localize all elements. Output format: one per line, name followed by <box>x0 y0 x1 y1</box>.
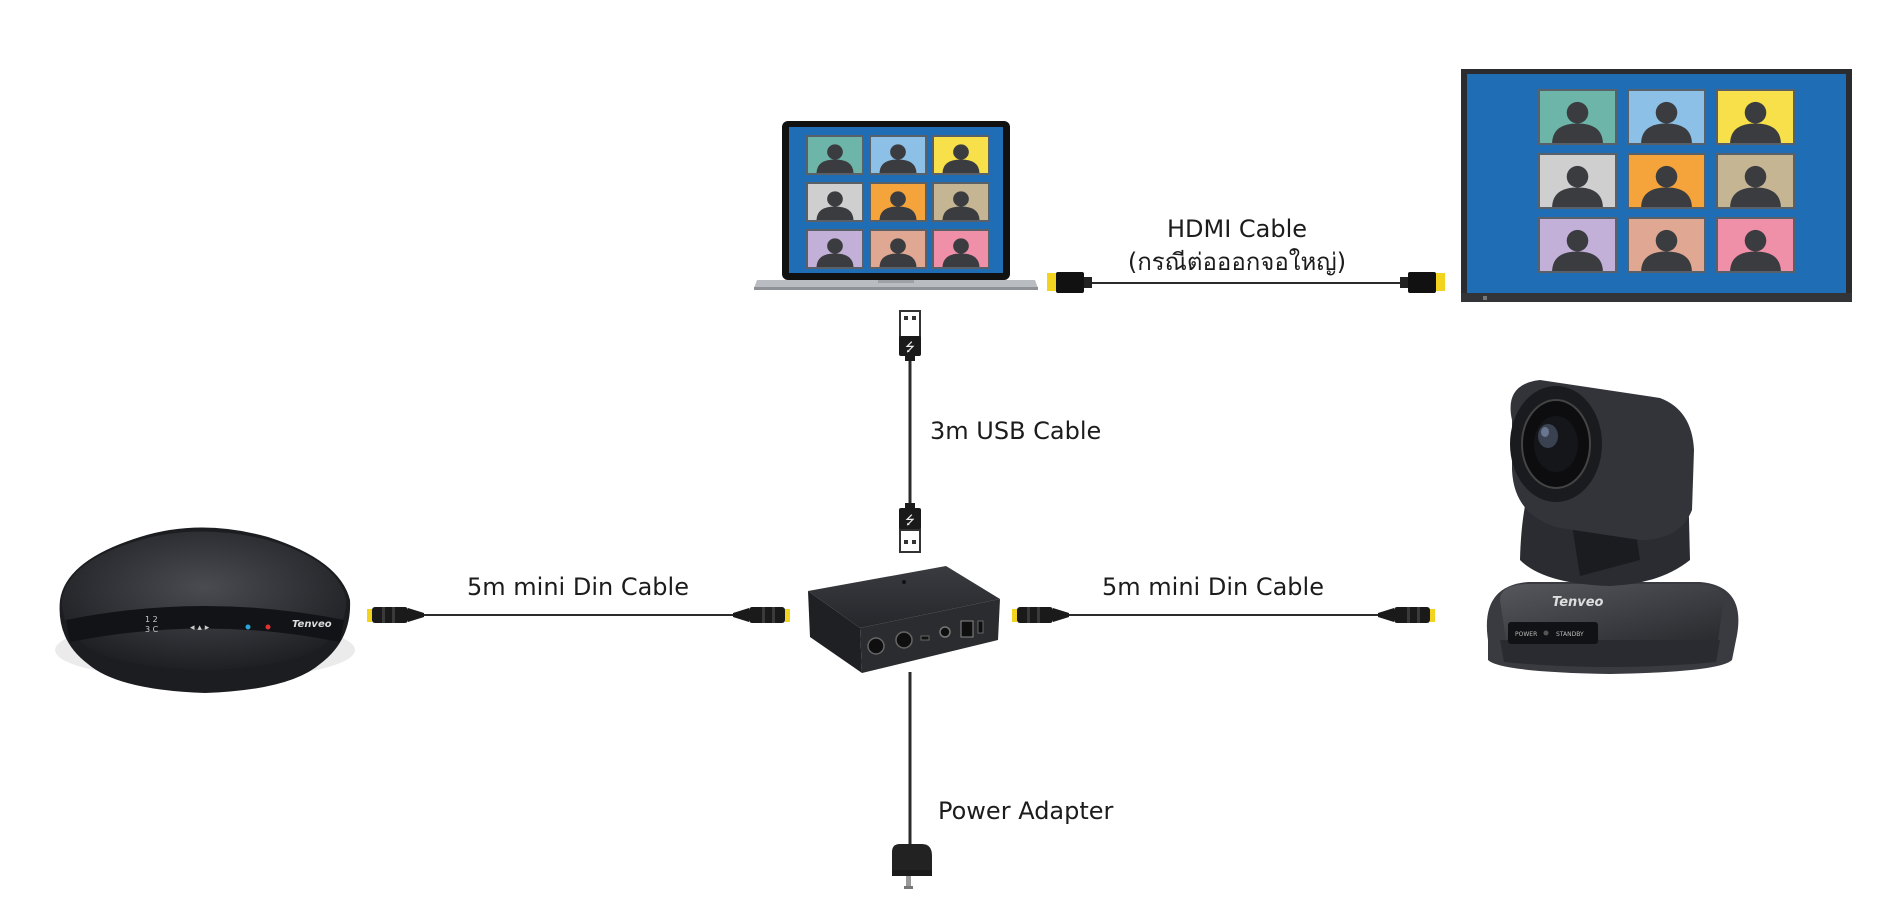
tv-participant-tile <box>1627 89 1706 145</box>
camera-panel-power: POWER <box>1515 631 1537 638</box>
svg-text:1 2: 1 2 <box>145 615 158 624</box>
control-box <box>808 566 1000 673</box>
laptop-participant-tile <box>932 229 990 269</box>
hdmi-cable-sublabel: (กรณีต่อออกจอใหญ่) <box>1128 248 1346 276</box>
tv-monitor <box>1461 69 1852 302</box>
tv-participant-tile <box>1538 89 1617 145</box>
avatar-icon <box>1641 123 1692 143</box>
tv-participant-tile <box>1627 217 1706 273</box>
avatar-icon <box>879 206 917 220</box>
laptop <box>754 121 1038 290</box>
tv-participant-tile <box>1627 153 1706 209</box>
avatar-icon <box>879 253 917 267</box>
labels: HDMI Cable (กรณีต่อออกจอใหญ่) 3m USB Cab… <box>467 215 1346 825</box>
tv-participant-tile <box>1538 153 1617 209</box>
hdmi-cable-label: HDMI Cable <box>1167 215 1307 243</box>
tv-participant-tile <box>1538 217 1617 273</box>
laptop-participant-tile <box>932 135 990 175</box>
speaker-logo: Tenveo <box>292 619 332 630</box>
cables <box>422 282 1402 845</box>
avatar-icon <box>816 159 854 173</box>
svg-text:⭍: ⭍ <box>905 340 915 354</box>
din-cable-left-label: 5m mini Din Cable <box>467 573 689 601</box>
ptz-camera: POWER STANDBY Tenveo <box>1486 380 1739 674</box>
laptop-participant-tile <box>869 135 927 175</box>
avatar-icon <box>1552 187 1603 207</box>
avatar-icon <box>942 253 980 267</box>
usb-connector-top: ⭍ <box>899 310 921 361</box>
usb-cable-label: 3m USB Cable <box>930 417 1101 445</box>
tv-participant-tile <box>1716 89 1795 145</box>
avatar-icon <box>1552 123 1603 143</box>
camera-panel-standby: STANDBY <box>1556 631 1584 638</box>
avatar-icon <box>1730 123 1781 143</box>
din-cable-right-label: 5m mini Din Cable <box>1102 573 1324 601</box>
power-adapter-label: Power Adapter <box>938 797 1114 825</box>
speakerphone: 1 2 3 C ◂ ▴ ▸ Tenveo <box>55 527 355 693</box>
avatar-icon <box>1641 187 1692 207</box>
avatar-icon <box>1552 251 1603 271</box>
avatar-icon <box>942 206 980 220</box>
avatar-icon <box>816 206 854 220</box>
laptop-participant-tile <box>869 229 927 269</box>
camera-logo: Tenveo <box>1552 595 1604 610</box>
laptop-participant-tile <box>806 135 864 175</box>
laptop-participant-tile <box>932 182 990 222</box>
laptop-participant-tile <box>806 182 864 222</box>
hdmi-connector-right <box>1400 272 1445 293</box>
avatar-icon <box>1641 251 1692 271</box>
din-connector-right-b <box>1378 607 1435 623</box>
svg-text:⭍: ⭍ <box>905 513 915 527</box>
avatar-icon <box>1730 251 1781 271</box>
usb-connector-bottom: ⭍ <box>899 503 921 553</box>
laptop-participant-tile <box>869 182 927 222</box>
svg-text:3 C: 3 C <box>145 625 159 634</box>
power-plug-icon <box>892 844 932 889</box>
avatar-icon <box>879 159 917 173</box>
din-connector-left-b <box>733 607 790 623</box>
din-connector-left-a <box>367 607 424 623</box>
avatar-icon <box>816 253 854 267</box>
hdmi-connector-left <box>1047 272 1092 293</box>
din-connector-right-a <box>1012 607 1069 623</box>
avatar-icon <box>1730 187 1781 207</box>
avatar-icon <box>942 159 980 173</box>
tv-participant-tile <box>1716 217 1795 273</box>
tv-participant-tile <box>1716 153 1795 209</box>
svg-text:◂ ▴ ▸: ◂ ▴ ▸ <box>190 623 210 633</box>
laptop-participant-tile <box>806 229 864 269</box>
